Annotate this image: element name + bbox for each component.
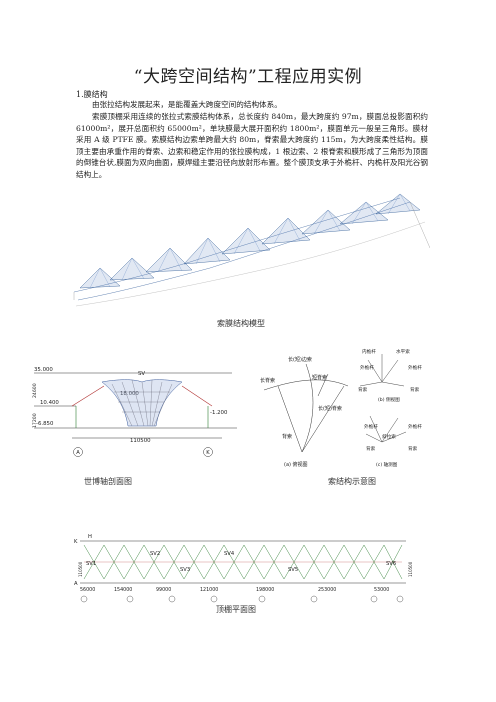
label-long-short-ridge-cable: 长(短)脊索 bbox=[318, 405, 342, 412]
axis-a: A bbox=[76, 450, 80, 456]
sv1-label: SV1 bbox=[86, 561, 96, 567]
level-minus-6850: -6.850 bbox=[36, 421, 54, 427]
label-back-cable-b2: 背索 bbox=[410, 386, 420, 393]
label-short-ridge-cable: 短脊索 bbox=[312, 374, 327, 381]
label-back-cable-b1: 背索 bbox=[358, 386, 368, 393]
label-outer-mast-b1: 外桅杆 bbox=[360, 364, 374, 371]
label-stay-cable: 斜拉索 bbox=[382, 433, 396, 440]
caption-plan: 顶棚平面图 bbox=[216, 605, 256, 614]
side-dim-left: 110500 bbox=[78, 561, 83, 577]
row-k: K bbox=[74, 539, 78, 545]
label-inner-mast: 内桅杆 bbox=[362, 348, 376, 355]
dim-99000: 99000 bbox=[156, 587, 171, 593]
caption-cable: 索结构示意图 bbox=[328, 477, 376, 486]
dim-198000: 198000 bbox=[256, 587, 274, 593]
sv4-label: SV4 bbox=[224, 551, 235, 557]
dim-18000: 18.000 bbox=[120, 391, 139, 397]
section-heading: 1.膜结构 bbox=[76, 90, 108, 99]
axis-k: K bbox=[206, 450, 210, 456]
sub-a-caption: (a) 俯视图 bbox=[284, 461, 308, 468]
sub-c-caption: (c) 轴测图 bbox=[376, 461, 398, 468]
dim-17200: 17200 bbox=[32, 413, 38, 428]
dim-56000: 56000 bbox=[80, 587, 95, 593]
label-long-short-edge-cable: 长(短)边索 bbox=[288, 356, 312, 363]
label-outer-mast-c2: 外桅杆 bbox=[408, 423, 422, 430]
level-10400: 10.400 bbox=[40, 400, 59, 406]
level-minus-1200: -1.200 bbox=[210, 410, 228, 416]
label-back-cable-c2: 背索 bbox=[408, 445, 418, 452]
dim-110500: 110500 bbox=[130, 438, 151, 444]
caption-section: 世博轴剖面图 bbox=[84, 477, 132, 486]
sv6-label: SV6 bbox=[386, 561, 396, 567]
sv5-label: SV5 bbox=[288, 567, 298, 573]
sv3-label: SV3 bbox=[180, 567, 190, 573]
cable-schematic-figure: 长(短)边索 长脊索 短脊索 长(短)脊索 背索 (a) 俯视图 内桅杆 水平索… bbox=[260, 348, 422, 468]
sub-b-caption: (b) 侧视图 bbox=[378, 396, 400, 403]
paragraph-body: 索膜顶棚采用连续的张拉式索膜结构体系，总长度约 840m，最大跨度约 97m，膜… bbox=[76, 112, 428, 179]
dim-253000: 253000 bbox=[318, 587, 336, 593]
page-title: “大跨空间结构”工程应用实例 bbox=[133, 67, 363, 87]
level-35000: 35.000 bbox=[34, 367, 53, 373]
row-a: A bbox=[74, 581, 78, 587]
label-outer-mast-c1: 外桅杆 bbox=[364, 423, 378, 430]
row-h: H bbox=[88, 534, 92, 540]
label-horizontal-cable: 水平索 bbox=[396, 348, 410, 355]
sv2-label: SV2 bbox=[150, 551, 160, 557]
side-dim-right: 110500 bbox=[408, 561, 413, 577]
label-outer-mast-b2: 外桅杆 bbox=[408, 364, 422, 371]
section-drawing-figure: 35.000 10.400 -6.850 SV 18.000 110500 -1… bbox=[32, 367, 237, 457]
dim-154000: 154000 bbox=[114, 587, 132, 593]
caption-model: 索膜结构模型 bbox=[217, 319, 265, 328]
label-back-cable-c1: 背索 bbox=[366, 445, 376, 452]
dim-53000: 53000 bbox=[374, 587, 389, 593]
dim-24600: 24600 bbox=[32, 383, 38, 398]
label-back-cable: 背索 bbox=[282, 433, 292, 440]
sv-label: SV bbox=[138, 371, 145, 377]
label-long-ridge-cable: 长脊索 bbox=[260, 377, 275, 384]
dim-121000: 121000 bbox=[200, 587, 218, 593]
membrane-model-figure bbox=[73, 193, 430, 307]
paragraph-intro: 由张拉结构发展起来，是能覆盖大跨度空间的结构体系。 bbox=[92, 100, 282, 109]
roof-plan-figure: SV1 SV2 SV3 SV4 SV5 SV6 K H A 56000 1540… bbox=[74, 534, 413, 603]
